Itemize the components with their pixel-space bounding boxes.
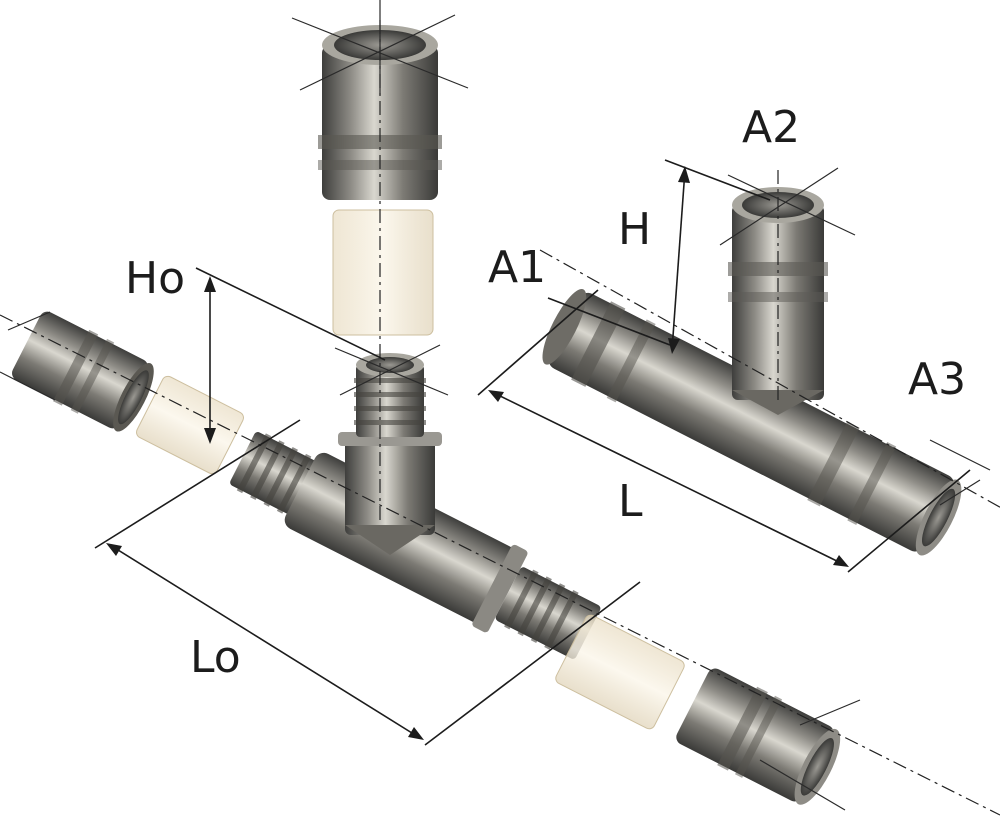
label-l: L (618, 476, 643, 527)
dimension-labels: Ho Lo A1 A2 A3 H L (125, 102, 966, 683)
center-lines (0, 20, 1000, 816)
label-a3: A3 (908, 354, 966, 405)
label-a2: A2 (742, 102, 800, 153)
right-transparent-ring (555, 614, 685, 730)
left-press-sleeve (12, 311, 154, 432)
bore-crosshairs (0, 0, 991, 811)
label-h: H (618, 204, 651, 255)
assembled-tee (542, 187, 962, 556)
label-a1: A1 (488, 242, 546, 293)
right-press-sleeve (676, 668, 841, 805)
left-transparent-ring (136, 375, 244, 475)
label-ho: Ho (125, 253, 185, 304)
dimension-lines (94, 159, 971, 746)
top-transparent-ring (332, 209, 434, 336)
label-lo: Lo (190, 632, 241, 683)
exploded-tee-branch (338, 353, 442, 555)
